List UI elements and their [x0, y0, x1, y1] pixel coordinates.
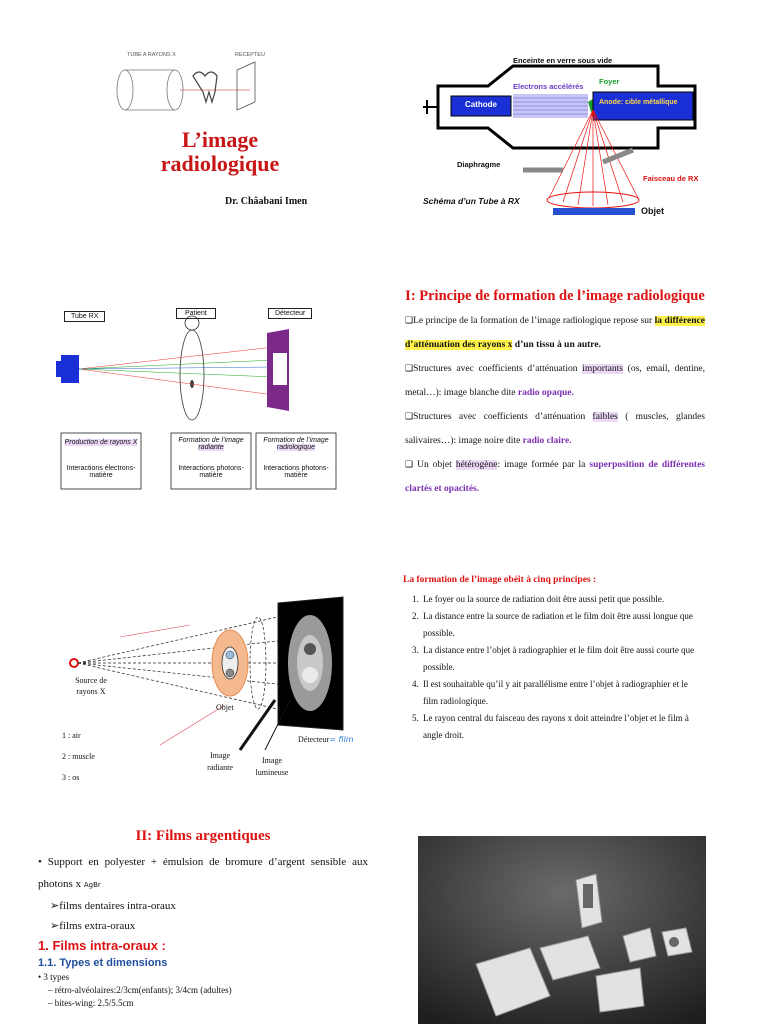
box2-text: Interactions photons-matière [178, 465, 244, 479]
label-anode: Anode: cible métallique [599, 99, 678, 106]
films-photo [418, 836, 706, 1024]
legend: 1 : air 2 : muscle 3 : os [62, 725, 95, 785]
checkbox-icon: ❑ [405, 412, 414, 422]
label-detecteur-formation: Détecteur= film [298, 735, 354, 744]
films-bullet: • Support en polyester + émulsion de bro… [38, 856, 368, 890]
slide-title: TUBE A RAYONS X RECEPTEU L’image radiolo… [85, 40, 355, 230]
section-title-principe: I: Principe de formation de l’image radi… [405, 288, 705, 304]
legend-air: 1 : air [62, 731, 81, 740]
principes-intro: La formation de l’image obéit à cinq pri… [403, 575, 597, 585]
principe-para-2: ❑Structures avec coefficients d’atténuat… [405, 364, 705, 398]
slide-formation-diagram: Source de rayons X Objet Détecteur= film… [60, 585, 380, 785]
legend-muscle: 2 : muscle [62, 752, 95, 761]
box1-text: Interactions électrons-matière [66, 465, 136, 479]
films-heading-2: 1.1. Types et dimensions [38, 957, 168, 969]
principe-item-1: Le foyer ou la source de radiation doit … [421, 591, 703, 608]
chain-diagram [56, 315, 337, 490]
films-sub-2: ➢films extra-oraux [50, 920, 136, 932]
label-tube-rx: Tube RX [64, 311, 106, 322]
films-photo-image [418, 836, 706, 1024]
legend-os: 3 : os [62, 773, 80, 782]
label-enceinte: Enceinte en verre sous vide [513, 56, 613, 65]
label-image-lumineuse: Image lumineuse [255, 756, 289, 777]
label-tube: TUBE A RAYONS X [127, 52, 176, 58]
slide-films: II: Films argentiques • Support en polye… [38, 828, 368, 1024]
checkbox-icon: ❑ [405, 460, 414, 470]
box1-title: Production de rayons X [64, 439, 138, 446]
slide-tube-diagram: Enceinte en verre sous vide Electrons ac… [413, 50, 713, 225]
label-foyer: Foyer [599, 77, 620, 86]
principes-list: Le foyer ou la source de radiation doit … [403, 591, 703, 744]
xray-sketch [116, 61, 256, 111]
formation-diagram [69, 596, 344, 751]
label-detecteur: Détecteur [268, 308, 313, 319]
title-line-2: radiologique [160, 151, 280, 176]
principe-item-5: Le rayon central du faisceau des rayons … [421, 710, 703, 744]
checkbox-icon: ❑ [405, 316, 414, 326]
films-types: • 3 types [38, 972, 70, 982]
label-cathode: Cathode [465, 100, 497, 109]
principe-item-3: La distance entre l’objet à radiographie… [421, 642, 703, 676]
films-heading-1: 1. Films intra-oraux : [38, 938, 166, 953]
page-title: L’image radiologique [105, 128, 335, 176]
diagram-caption: Schéma d’un Tube à RX [423, 196, 520, 206]
box3-text: Interactions photons-matière [263, 465, 329, 479]
section-title-films: II: Films argentiques [135, 828, 271, 844]
title-line-1: L’image [181, 127, 259, 152]
box2-title: Formation de l’image radiante [178, 437, 244, 451]
label-source: Source de rayons X [75, 676, 107, 696]
films-type-2: – bites-wing: 2.5/5.5cm [48, 998, 134, 1008]
films-sub-1: ➢films dentaires intra-oraux [50, 900, 176, 912]
label-patient: Patient [176, 308, 216, 319]
principe-item-2: La distance entre la source de radiation… [421, 608, 703, 642]
label-electrons: Electrons accélérés [513, 82, 584, 91]
films-type-1: – rétro-alvéolaires:2/3cm(enfants); 3/4c… [48, 985, 232, 995]
principe-para-3: ❑Structures avec coefficients d’atténuat… [405, 412, 705, 446]
checkbox-icon: ❑ [405, 364, 414, 374]
label-objet-formation: Objet [216, 703, 234, 712]
label-faisceau: Faisceau de RX [643, 174, 699, 183]
box3-title: Formation de l’image radiologique [263, 437, 329, 451]
slide-principe: I: Principe de formation de l’image radi… [405, 288, 705, 518]
label-recepteur: RECEPTEU [235, 52, 265, 58]
slide-chain-diagram: Tube RX Patient Détecteur Production de … [56, 305, 346, 505]
tube-diagram [423, 64, 697, 215]
slide-cinq-principes: La formation de l’image obéit à cinq pri… [403, 575, 703, 755]
label-image-radiante: Image radiante [207, 751, 233, 772]
label-diaphragme: Diaphragme [457, 160, 501, 169]
principe-item-4: Il est souhaitable qu’il y ait paralléli… [421, 676, 703, 710]
principe-para-1: ❑Le principe de la formation de l’image … [405, 316, 705, 350]
label-objet: Objet [641, 206, 665, 216]
principe-para-4: ❑ Un objet hétérogène: image formée par … [405, 460, 705, 494]
author: Dr. Châabani Imen [225, 196, 308, 207]
